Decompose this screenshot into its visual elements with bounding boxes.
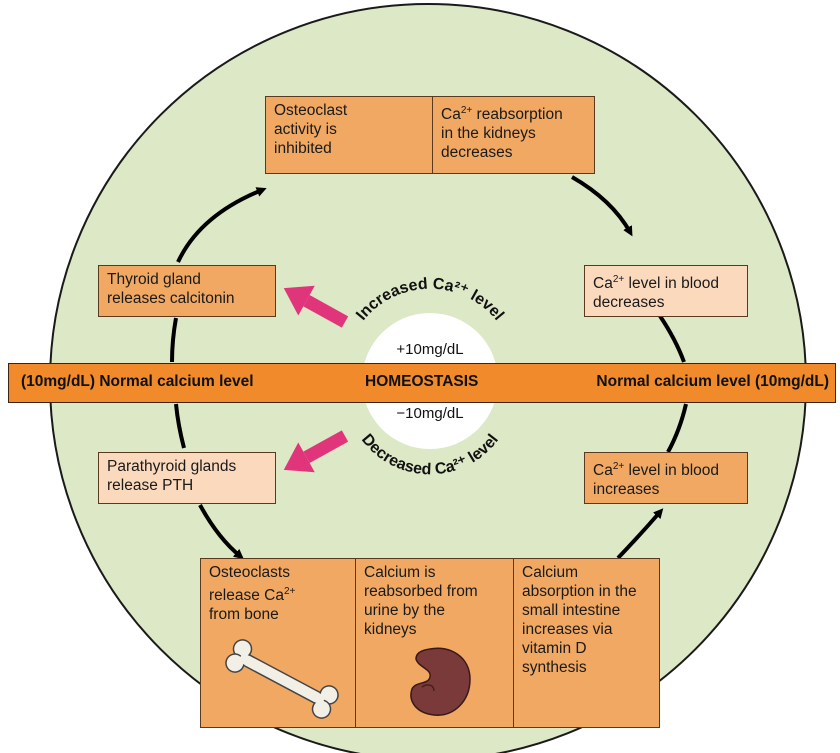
cycle-arrow-band-to-thyroid <box>170 317 178 363</box>
blood-calcium-increases-box: Ca2+ level in blood increases <box>584 452 748 504</box>
kidney-reabsorption-decreases-cell: Ca2+ reabsorption in the kidneys decreas… <box>432 97 594 173</box>
parathyroid-pth-box: Parathyroid glands release PTH <box>98 452 276 504</box>
hub-lower-value: −10mg/dL <box>396 405 464 422</box>
osteoclast-inhibited-cell: Osteoclast activity is inhibited <box>274 102 348 157</box>
thyroid-calcitonin-box: Thyroid gland releases calcitonin <box>98 265 276 317</box>
intestine-absorption-cell: Calcium absorption in the small intestin… <box>513 559 659 727</box>
cycle-arrow-top-to-blood-decreases <box>571 175 633 237</box>
bottom-effects-box: Osteoclasts release Ca2+ from bone Calci… <box>200 558 660 728</box>
pink-arrow-to-parathyroid <box>283 430 349 473</box>
osteoclasts-release-cell: Osteoclasts release Ca2+ from bone <box>201 559 355 727</box>
cycle-arrow-thyroid-to-top <box>176 187 267 263</box>
kidney-reabsorption-cell: Calcium is reabsorbed from urine by the … <box>355 559 513 727</box>
band-left-label: (10mg/dL) Normal calcium level <box>21 373 254 390</box>
bone-icon <box>225 639 339 719</box>
cycle-arrow-blood-decreases-to-band <box>658 314 686 363</box>
cycle-arrow-band-to-blood-increases <box>666 403 688 453</box>
top-effects-box: Osteoclast activity is inhibited Ca2+ re… <box>265 96 595 174</box>
band-right-label: Normal calcium level (10mg/dL) <box>596 373 829 390</box>
hub-upper-value: +10mg/dL <box>396 341 464 358</box>
kidney-icon <box>410 647 471 716</box>
pink-arrow-to-thyroid <box>283 285 349 328</box>
cycle-arrow-blood-increases-to-bottom <box>616 508 664 560</box>
blood-calcium-decreases-box: Ca2+ level in blood decreases <box>584 265 748 317</box>
band-center-label: HOMEOSTASIS <box>365 373 479 390</box>
cycle-arrow-band-to-parathyroid <box>174 403 186 449</box>
normal-calcium-band: (10mg/dL) Normal calcium level HOMEOSTAS… <box>8 363 836 403</box>
cycle-arrow-parathyroid-to-bottom <box>198 504 244 560</box>
